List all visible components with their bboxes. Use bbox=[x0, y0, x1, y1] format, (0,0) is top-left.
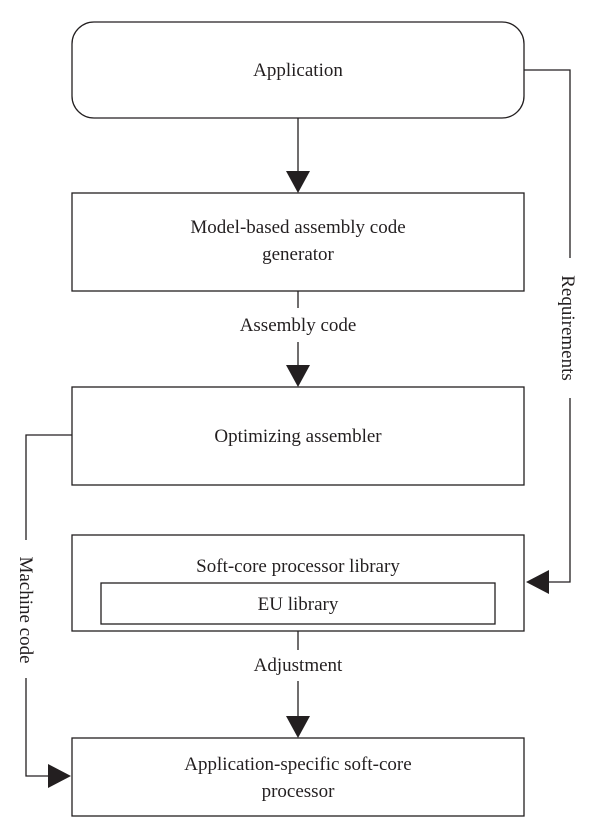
node-library: Soft-core processor library EU library bbox=[71, 534, 525, 632]
processor-label-line-1: Application-specific soft-core bbox=[184, 754, 411, 775]
machine-code-label: Machine code bbox=[15, 556, 36, 663]
generator-label-line-2: generator bbox=[262, 244, 334, 265]
edge-adjustment: Adjustment bbox=[254, 631, 343, 738]
generator-label-line-1: Model-based assembly code bbox=[190, 217, 405, 238]
arrow-application-to-generator bbox=[286, 118, 310, 193]
adjustment-label: Adjustment bbox=[254, 655, 343, 676]
edge-machine-code: Machine code bbox=[15, 434, 72, 788]
node-assembler: Optimizing assembler bbox=[71, 386, 525, 486]
assembler-label: Optimizing assembler bbox=[214, 426, 382, 447]
node-eu-library: EU library bbox=[100, 582, 496, 625]
application-label: Application bbox=[253, 60, 343, 81]
node-generator: Model-based assembly code generator bbox=[71, 192, 525, 292]
eu-library-label: EU library bbox=[258, 594, 339, 615]
node-processor: Application-specific soft-core processor bbox=[71, 737, 525, 817]
node-application: Application bbox=[71, 21, 525, 119]
requirements-label: Requirements bbox=[557, 275, 578, 381]
processor-label-line-2: processor bbox=[262, 781, 335, 802]
edge-assembly-code: Assembly code bbox=[240, 291, 357, 387]
assembly-code-label: Assembly code bbox=[240, 315, 357, 336]
edge-requirements: Requirements bbox=[524, 69, 578, 594]
library-label: Soft-core processor library bbox=[196, 556, 400, 577]
